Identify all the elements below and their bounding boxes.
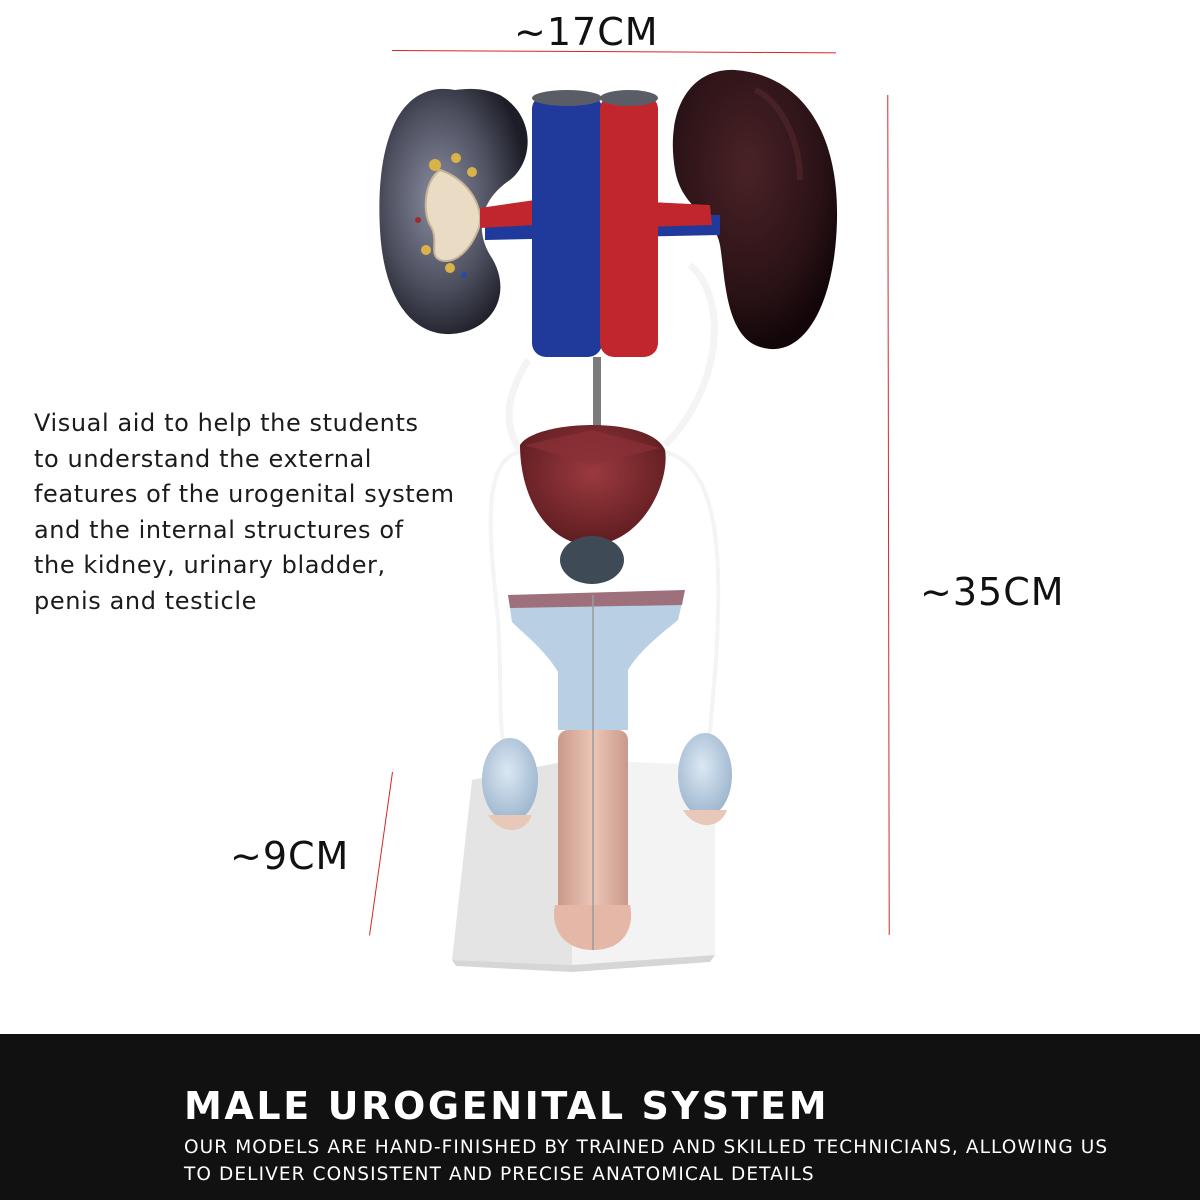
product-title: MALE UROGENITAL SYSTEM [184, 1084, 830, 1128]
right-testicle [678, 733, 732, 825]
tagline-line: OUR MODELS ARE HAND-FINISHED BY TRAINED … [184, 1137, 1109, 1158]
left-testicle [482, 738, 538, 830]
urinary-bladder [520, 425, 666, 546]
left-kidney-section [379, 88, 528, 335]
width-dimension-label: ~17CM [514, 10, 659, 54]
prostate [560, 536, 624, 584]
description-line: features of the urogenital system [34, 480, 455, 508]
aorta [600, 90, 658, 357]
depth-dimension-label: ~9CM [230, 834, 350, 878]
description-line: and the internal structures of [34, 515, 404, 544]
urogenital-model-image [379, 69, 838, 972]
description-line: penis and testicle [34, 586, 257, 615]
right-kidney [672, 69, 838, 350]
height-dimension-line [887, 94, 890, 936]
footer-banner: MALE UROGENITAL SYSTEM OUR MODELS ARE HA… [0, 1034, 1200, 1200]
tagline-line: TO DELIVER CONSISTENT AND PRECISE ANATOM… [184, 1164, 815, 1185]
penis-section [508, 590, 685, 950]
description-line: to understand the external [34, 444, 373, 473]
vena-cava [532, 90, 602, 357]
product-description: Visual aid to help the students to under… [34, 406, 494, 619]
description-line: the kidney, urinary bladder, [34, 551, 386, 579]
description-line: Visual aid to help the students [34, 409, 419, 437]
product-tagline: OUR MODELS ARE HAND-FINISHED BY TRAINED … [184, 1134, 1164, 1188]
height-dimension-label: ~35CM [920, 570, 1065, 614]
